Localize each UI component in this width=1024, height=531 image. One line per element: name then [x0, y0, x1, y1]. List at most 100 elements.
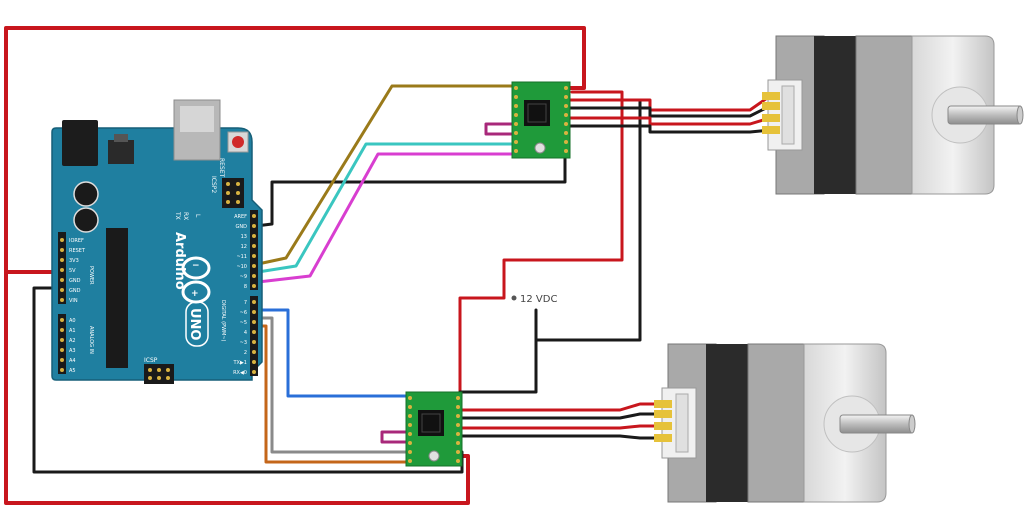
pin-label-a1: A1 [69, 328, 76, 334]
supply-node [511, 295, 517, 301]
atmega-chip [106, 228, 128, 368]
wire-5v-loop [4, 26, 586, 274]
stepper-driver-top [511, 81, 571, 159]
pin-label-ioref: IOREF [69, 238, 84, 244]
pin-label-gnd2: GND [69, 288, 81, 294]
motor-top-laminations [814, 36, 860, 194]
wire-motor2-c [460, 424, 660, 430]
uno-text: UNO [187, 308, 202, 341]
wire-motor1-c [568, 116, 772, 126]
pin-label-5: ~5 [240, 320, 247, 326]
motor-top-mid-cap [855, 35, 915, 195]
rx-label: RX [182, 212, 189, 220]
pin-label-10: ~10 [236, 264, 247, 270]
digital-bottom-labels: 7 ~6 ~5 4 ~3 2 TX▶1 RX◀0 [232, 300, 247, 376]
uno-badge: UNO [185, 301, 209, 347]
driver-top-pins-left [514, 86, 518, 153]
l-label: L [194, 214, 201, 218]
capacitor-2 [73, 207, 99, 233]
wire-motor1-d [568, 124, 772, 134]
pin-label-gnd1: GND [69, 278, 81, 284]
analog-pin-labels: A0 A1 A2 A3 A4 A5 [69, 318, 76, 374]
driver-bottom-chip-outline [421, 413, 441, 433]
pin-label-a5: A5 [69, 368, 76, 374]
pin-label-3v3: 3V3 [69, 258, 79, 264]
motor-bottom-lead-caps [654, 400, 672, 442]
icsp-label: ICSP [144, 357, 158, 364]
motor-top-shaft-end [1016, 105, 1024, 125]
arduino-pcb [51, 127, 263, 381]
pin-label-a3: A3 [69, 348, 76, 354]
reset-label: RESET [218, 158, 225, 178]
digital-header-top [250, 210, 258, 290]
digital-top-labels: AREF GND 13 12 ~11 ~10 ~9 8 [234, 214, 247, 290]
barrel-jack [62, 120, 98, 166]
pin-label-aref: AREF [234, 214, 247, 220]
motor-top-connector-pins [781, 85, 795, 145]
wire-motor1-b [568, 104, 772, 118]
pin-label-2: 2 [244, 350, 247, 356]
motor-top-lead-caps [762, 92, 780, 134]
usb-inner [180, 106, 214, 132]
motor-bottom-laminations [706, 344, 752, 502]
logo-minus: − [192, 261, 200, 271]
logo-plus: + [191, 289, 199, 299]
wire-red-bottom-loop [4, 270, 470, 505]
power-supply-label-group: 12 VDC [511, 294, 557, 305]
driver-bottom-pins-right [456, 396, 460, 463]
motor-bottom-mid-cap [747, 343, 807, 503]
analog-section-label: ANALOG IN [88, 326, 94, 354]
power-header [58, 232, 66, 304]
pin-label-a0: A0 [69, 318, 76, 324]
pin-label-0: RX◀0 [233, 370, 247, 376]
wire-gnd-top [254, 146, 567, 228]
wire-motor2-d [460, 434, 660, 440]
pin-label-9: ~9 [240, 274, 247, 280]
wire-brown [256, 84, 516, 266]
reset-button-cap[interactable] [232, 136, 244, 148]
analog-header [58, 314, 66, 374]
motor-top-shaft [947, 105, 1023, 125]
pin-label-7: 7 [244, 300, 247, 306]
wire-gray [256, 316, 408, 454]
digital-section-label: DIGITAL (PWM~) [220, 300, 226, 342]
stepper-motor-top [762, 35, 1024, 195]
wire-magenta-loop-bottom [380, 430, 410, 444]
driver-bottom-pins-left [408, 396, 412, 463]
driver-top-pins-right [564, 86, 568, 153]
pin-label-a2: A2 [69, 338, 76, 344]
capacitor-1 [73, 181, 99, 207]
pin-label-11: ~11 [236, 254, 247, 260]
wire-motor2-b [460, 412, 660, 420]
wire-motor2-a [460, 402, 660, 412]
stepper-driver-bottom [405, 391, 463, 467]
pin-label-1: TX▶1 [232, 360, 247, 366]
power-section-label: POWER [88, 266, 94, 285]
wire-cyan [256, 142, 514, 274]
pin-label-13: 13 [241, 234, 247, 240]
pin-label-reset: RESET [69, 248, 86, 254]
pin-label-12: 12 [241, 244, 247, 250]
power-supply-label: 12 VDC [520, 294, 557, 305]
wire-12v-positive [458, 90, 624, 394]
icsp2-label: ICSP2 [210, 176, 217, 193]
pin-label-5v: 5V [69, 268, 76, 274]
voltage-regulator [108, 140, 134, 164]
pin-label-gnd3: GND [236, 224, 248, 230]
pin-label-8: 8 [244, 284, 247, 290]
pin-label-3: ~3 [240, 340, 247, 346]
driver-bottom-potentiometer[interactable] [428, 450, 440, 462]
icsp-header [144, 364, 174, 384]
pin-label-vin: VIN [69, 298, 78, 304]
wire-magenta-loop-top [484, 122, 516, 136]
wire-blue [256, 308, 408, 398]
pin-label-4: 4 [244, 330, 247, 336]
icsp2-header [222, 178, 244, 208]
driver-top-potentiometer[interactable] [534, 142, 546, 154]
pin-label-a4: A4 [69, 358, 76, 364]
pin-label-6: ~6 [240, 310, 247, 316]
motor-bottom-shaft-end [908, 414, 916, 434]
motor-bottom-shaft [839, 414, 915, 434]
arduino-uno-board: RESET ICSP2 TX RX L − + Arduino U [51, 99, 263, 384]
